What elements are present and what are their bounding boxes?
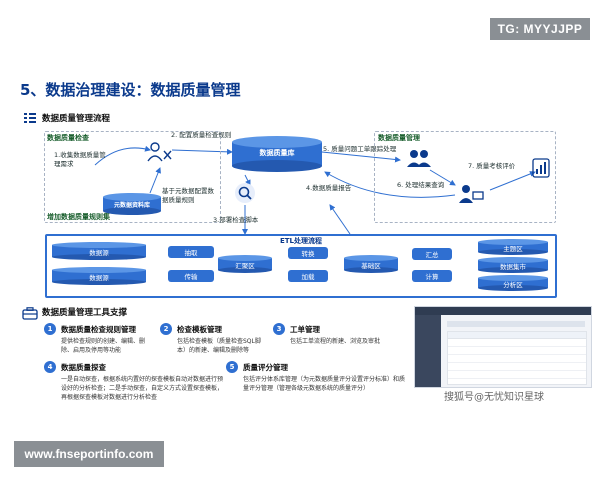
card-1-title: 数据质量检查规则管理 <box>61 324 136 334</box>
etl-aggregate: 汇总 <box>412 248 452 260</box>
card-1-text: 提供检查规则的创建、编辑、删除、启用及停用等功能 <box>61 338 146 354</box>
report-chart-icon <box>532 158 550 178</box>
etl-transform: 转换 <box>288 247 328 259</box>
quality-db-label: 数据质量库 <box>259 149 295 157</box>
card-4-title: 数据质量探查 <box>61 362 106 372</box>
meta-db: 元数据资料库 <box>103 193 161 215</box>
check-group <box>44 131 221 223</box>
etl-base-label: 基础区 <box>361 262 381 270</box>
tools-heading: 数据质量管理工具支撑 <box>42 308 128 318</box>
slide-title: 5、数据治理建设：数据质量管理 <box>20 81 241 99</box>
etl-title: ETL处理流程 <box>280 237 323 245</box>
card-1-number: 1 <box>44 323 56 335</box>
team-icon <box>405 148 433 168</box>
card-3-title: 工单管理 <box>290 324 320 334</box>
etl-extract: 抽取 <box>168 246 214 258</box>
etl-analysis-label: 分析区 <box>503 281 523 289</box>
etl-source-1: 数据源 <box>52 242 146 260</box>
settings-people-icon <box>147 141 173 163</box>
add-rules-label: 增加数据质量规则集 <box>47 213 110 221</box>
card-3-text: 包括工单流程的新建、浏览及审批 <box>290 338 381 345</box>
tool-screenshot-thumbnail <box>414 306 592 388</box>
etl-calculate: 计算 <box>412 270 452 282</box>
manage-group-label: 数据质量管理 <box>378 134 420 142</box>
list-icon <box>24 113 36 123</box>
operator-icon <box>458 184 484 204</box>
etl-theme-label: 主题区 <box>503 245 523 253</box>
thumb-toolbar <box>447 321 585 327</box>
thumb-topbar <box>415 307 591 315</box>
tool-card-2: 2 检查模板管理 包括检查模板（质量检查SQL脚本）的新建、编辑及删除等 <box>160 323 268 355</box>
thumb-table <box>447 331 587 385</box>
etl-mart: 数据集市 <box>478 257 548 273</box>
card-5-text: 包括评分体系库管理（为元数据质量评分设置评分标准）和质量评分管理（管理各级元数据… <box>243 376 406 392</box>
footer-url: www.fnseportinfo.com <box>14 441 164 467</box>
toolbox-icon <box>22 305 38 320</box>
etl-source-1-label: 数据源 <box>89 249 109 257</box>
search-icon <box>234 182 256 204</box>
card-4-number: 4 <box>44 361 56 373</box>
etl-load: 加载 <box>288 270 328 282</box>
etl-staging-label: 汇聚区 <box>235 262 255 270</box>
card-3-number: 3 <box>273 323 285 335</box>
etl-source-2-label: 数据源 <box>89 274 109 282</box>
meta-note: 基于元数据配置数据质量规则 <box>162 187 214 204</box>
channel-tag: TG: MYYJJPP <box>490 18 590 40</box>
step7-label: 7. 质量考核评价 <box>468 162 516 170</box>
card-4-text: 一是自动探查，根据系统内置好的探查模板自动对数据进行预设好的分析检查；二是手动探… <box>61 376 224 401</box>
thumb-sidebar <box>415 315 441 387</box>
etl-base: 基础区 <box>344 255 398 273</box>
manage-group <box>374 131 556 223</box>
tool-card-5: 5 质量评分管理 包括评分体系库管理（为元数据质量评分设置评分标准）和质量评分管… <box>226 361 408 393</box>
tool-card-3: 3 工单管理 包括工单流程的新建、浏览及审批 <box>273 323 383 346</box>
tool-card-4: 4 数据质量探查 一是自动探查，根据系统内置好的探查模板自动对数据进行预设好的分… <box>44 361 224 402</box>
process-heading: 数据质量管理流程 <box>42 114 111 124</box>
tool-card-1: 1 数据质量检查规则管理 提供检查规则的创建、编辑、删除、启用及停用等功能 <box>44 323 154 355</box>
etl-source-2: 数据源 <box>52 267 146 285</box>
etl-theme: 主题区 <box>478 239 548 255</box>
etl-transfer: 传输 <box>168 270 214 282</box>
step5-label: 5. 质量问题工单跟踪处理 <box>323 145 397 153</box>
step1-label: 1.收集数据质量管理需求 <box>54 151 106 168</box>
step4-label: 4.数据质量报告 <box>306 184 352 192</box>
step2-label: 2. 配置质量检查规则 <box>171 131 232 139</box>
watermark: 搜狐号@无忧知识星球 <box>444 392 544 403</box>
card-5-title: 质量评分管理 <box>243 362 288 372</box>
etl-mart-label: 数据集市 <box>500 263 526 271</box>
card-2-number: 2 <box>160 323 172 335</box>
check-group-label: 数据质量检查 <box>47 134 89 142</box>
etl-staging: 汇聚区 <box>218 255 272 273</box>
quality-db: 数据质量库 <box>232 136 322 172</box>
etl-analysis: 分析区 <box>478 275 548 291</box>
card-5-number: 5 <box>226 361 238 373</box>
card-2-title: 检查模板管理 <box>177 324 222 334</box>
card-2-text: 包括检查模板（质量检查SQL脚本）的新建、编辑及删除等 <box>177 338 261 354</box>
step6-label: 6. 处理结果查询 <box>397 181 445 189</box>
meta-db-label: 元数据资料库 <box>113 202 150 209</box>
step3-label: 3.部署检查脚本 <box>213 216 259 224</box>
